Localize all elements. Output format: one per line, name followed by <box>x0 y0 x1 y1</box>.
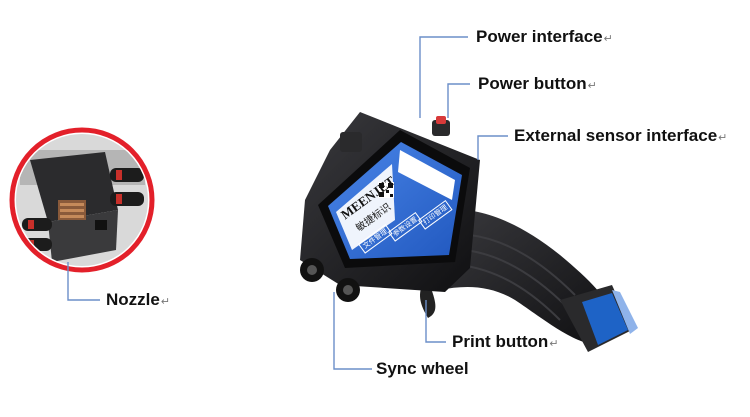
label-nozzle: Nozzle↵ <box>106 290 170 312</box>
label-sync-wheel: Sync wheel <box>376 359 469 379</box>
leader-external-sensor <box>477 135 508 160</box>
label-text: Print button <box>452 332 549 351</box>
return-mark: ↵ <box>603 33 613 45</box>
label-text: Sync wheel <box>376 359 469 378</box>
leader-print-button <box>425 300 446 343</box>
return-mark: ↵ <box>587 80 597 92</box>
leader-power-interface <box>419 36 468 118</box>
label-text: External sensor interface <box>514 126 718 145</box>
inkjet-printer <box>300 112 638 352</box>
qr-code-icon <box>378 182 394 198</box>
leader-sync-wheel <box>333 292 372 370</box>
label-text: Nozzle <box>106 290 160 309</box>
return-mark: ↵ <box>718 132 728 144</box>
label-power-button: Power button↵ <box>478 74 597 96</box>
label-power-interface: Power interface↵ <box>476 27 613 49</box>
leader-lines <box>67 36 508 370</box>
label-text: Power interface <box>476 27 603 46</box>
return-mark: ↵ <box>549 338 559 350</box>
leader-nozzle <box>67 262 100 301</box>
nozzle-inset <box>9 127 155 273</box>
leader-power-button <box>447 83 470 118</box>
label-print-button: Print button↵ <box>452 332 559 354</box>
label-external-sensor: External sensor interface↵ <box>514 126 727 148</box>
label-text: Power button <box>478 74 587 93</box>
return-mark: ↵ <box>160 296 171 308</box>
